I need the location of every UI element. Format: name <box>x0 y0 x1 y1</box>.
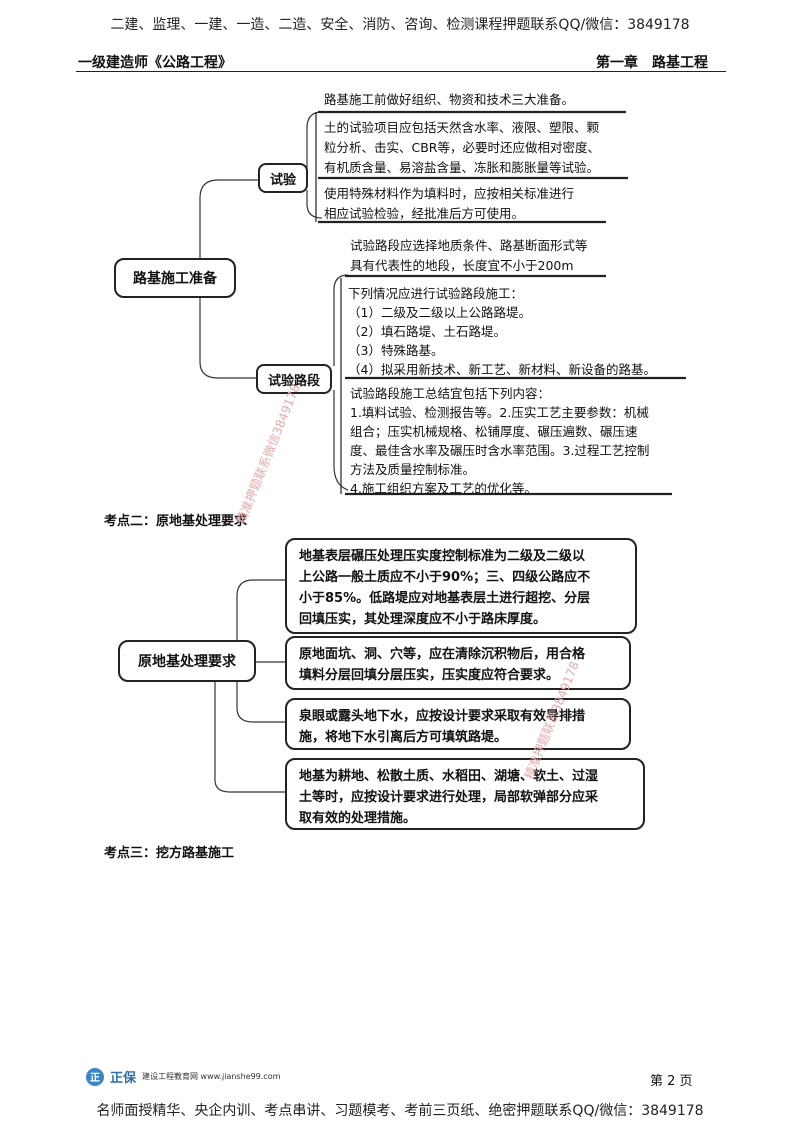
branch-node-test: 试验 <box>258 163 308 193</box>
root-node-foundation: 原地基处理要求 <box>118 640 256 682</box>
brand-name: 正保 <box>110 1071 137 1086</box>
connector-root-road <box>199 296 258 379</box>
foundation-item-1: 地基表层碾压处理压实度控制标准为二级及二级以 上公路一般土质应不小于90%；三、… <box>285 538 637 634</box>
branch-node-test-section: 试验路段 <box>256 364 332 394</box>
footer-brand[interactable]: 正 正保 建设工程教育网 www.jianshe99.com <box>86 1067 280 1086</box>
brand-logo-icon: 正 <box>86 1067 104 1086</box>
brand-subtitle: 建设工程教育网 www.jianshe99.com <box>142 1072 281 1081</box>
foundation-item-4: 地基为耕地、松散土质、水稻田、湖塘、软土、过湿 土等时，应按设计要求进行处理，局… <box>285 758 645 830</box>
foundation-item-3: 泉眼或露头地下水，应按设计要求采取有效导排措 施，将地下水引离后方可填筑路堤。 <box>285 698 631 750</box>
test-item-1: 路基施工前做好组织、物资和技术三大准备。 <box>324 92 575 107</box>
header-chapter: 第一章 路基工程 <box>596 55 708 71</box>
road-item-3: 试验路段施工总结宜包括下列内容： 1.填料试验、检测报告等。2.压实工艺主要参数… <box>350 386 650 496</box>
key-point-3-heading: 考点三：挖方路基施工 <box>104 846 235 861</box>
test-item-3: 使用特殊材料作为填料时，应按相关标准进行 相应试验检验，经批准后方可使用。 <box>324 186 575 221</box>
connector-root-test <box>199 179 258 262</box>
page-number: 第 2 页 <box>650 1074 693 1089</box>
top-banner: 二建、监理、一建、一造、二造、安全、消防、咨询、检测课程押题联系QQ/微信：38… <box>110 17 690 33</box>
key-point-2-heading: 考点二：原地基处理要求 <box>104 514 248 529</box>
bottom-banner: 名师面授精华、央企内训、考点串讲、习题模考、考前三页纸、绝密押题联系QQ/微信：… <box>96 1103 704 1119</box>
header-book-title: 一级建造师《公路工程》 <box>78 55 232 71</box>
header-divider <box>76 71 726 72</box>
road-item-1: 试验路段应选择地质条件、路基断面形式等 具有代表性的地段，长度宜不小于200m <box>350 238 588 273</box>
root-node-subgrade-prep: 路基施工准备 <box>114 258 236 298</box>
foundation-item-2: 原地面坑、洞、穴等，应在清除沉积物后，用合格 填料分层回填分层压实，压实度应符合… <box>285 636 631 690</box>
test-item-2: 土的试验项目应包括天然含水率、液限、塑限、颗 粒分析、击实、CBR等，必要时还应… <box>324 120 600 175</box>
road-item-2: 下列情况应进行试验路段施工： （1）二级及二级以上公路路堤。 （2）填石路堤、土… <box>348 286 656 377</box>
